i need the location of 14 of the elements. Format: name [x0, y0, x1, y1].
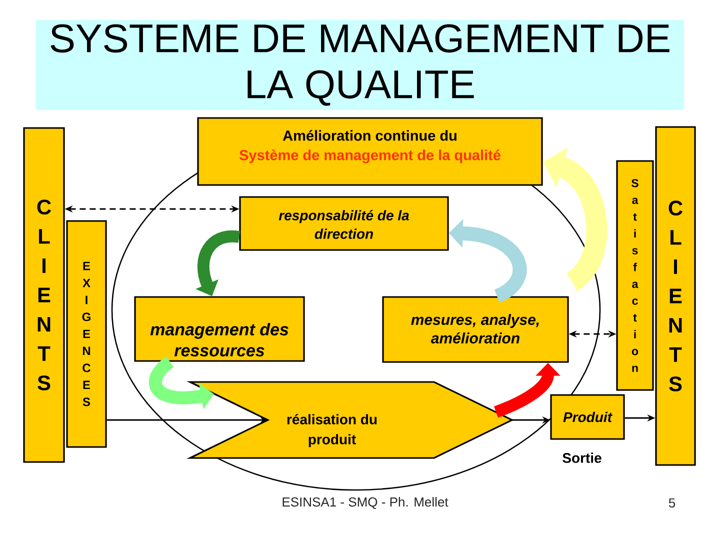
- page-number: 5: [668, 498, 676, 508]
- process-box: Amélioration continue du Système de management de la qualité: [197, 117, 543, 186]
- title-banner: SYSTEME DE MANAGEMENT DE LA QUALITE: [36, 20, 684, 110]
- process-box: mesures, analyse, amélioration: [382, 296, 569, 363]
- vertical-text-bar: EXIGENCES: [66, 220, 107, 448]
- vertical-text-bar: CLIENTS: [655, 126, 696, 466]
- caption-text: Sortie: [562, 452, 602, 463]
- process-box: responsabilité de la direction: [239, 196, 449, 251]
- footer-text: ESINSA1 - SMQ - Ph. Mellet: [282, 497, 448, 509]
- output-box: Produit: [550, 394, 625, 440]
- chevron-box: réalisation du produit: [186, 381, 514, 459]
- vertical-text-bar: CLIENTS: [23, 127, 65, 463]
- vertical-text-bar: Satisfaction: [616, 160, 654, 391]
- process-box: management des ressources: [134, 296, 305, 362]
